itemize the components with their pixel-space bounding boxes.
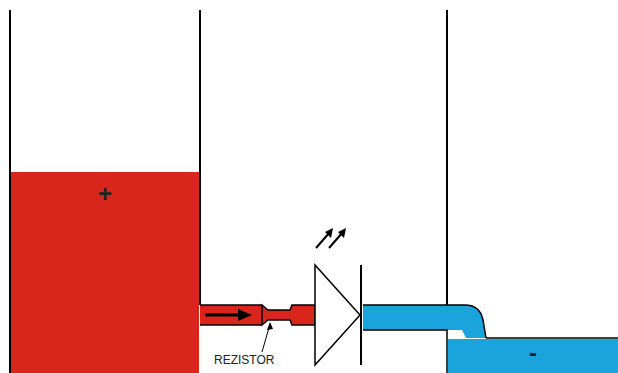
blue-pipe — [363, 305, 486, 338]
polarity-sign: - — [448, 339, 618, 368]
negative-tank-liquid: - — [448, 339, 618, 373]
part-label: REZISTOR — [213, 353, 275, 367]
led-triangle — [315, 265, 360, 365]
red-pipe — [200, 305, 262, 325]
led-bar — [360, 265, 362, 365]
resistor-symbol — [262, 305, 315, 325]
polarity-sign: + — [11, 180, 199, 209]
tank-wall — [446, 10, 448, 305]
tank-wall — [199, 10, 201, 305]
positive-tank-liquid: + — [11, 172, 199, 373]
flow-arrow — [205, 314, 240, 317]
flow-arrowhead — [238, 309, 252, 321]
